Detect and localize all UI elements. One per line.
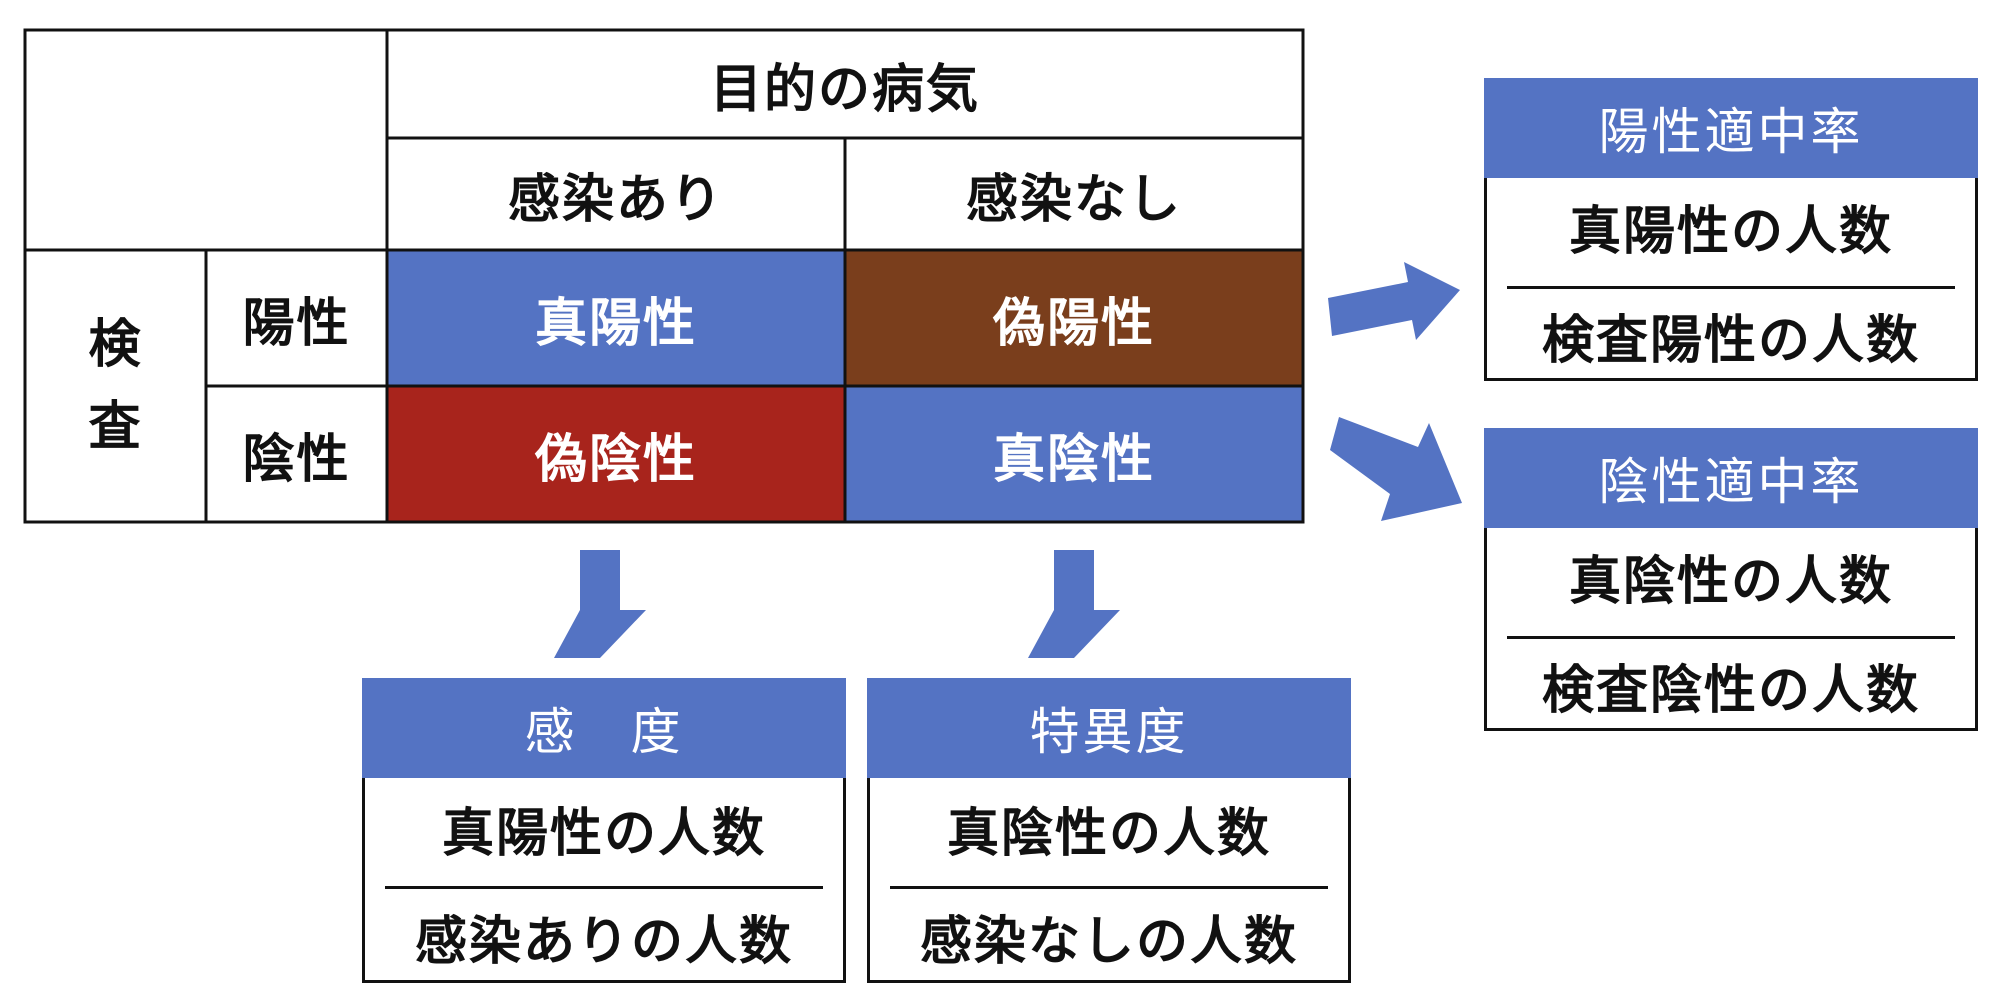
npv-title: 陰性適中率 xyxy=(1484,428,1978,528)
ppv-title: 陽性適中率 xyxy=(1484,78,1978,178)
ppv-box: 陽性適中率 真陽性の人数 検査陽性の人数 xyxy=(1484,78,1978,381)
npv-fraction-line xyxy=(1507,636,1955,639)
sensitivity-box: 感 度 真陽性の人数 感染ありの人数 xyxy=(362,678,846,983)
arrow-right-icon xyxy=(1328,262,1460,340)
npv-denominator: 検査陰性の人数 xyxy=(1541,660,1920,721)
specificity-fraction-line xyxy=(890,886,1328,889)
sensitivity-denominator: 感染ありの人数 xyxy=(414,911,793,972)
arrow-down-icon xyxy=(1028,550,1120,658)
specificity-numerator: 真陰性の人数 xyxy=(946,803,1271,864)
sensitivity-fraction-line xyxy=(385,886,823,889)
cell-false-negative: 偽陰性 xyxy=(387,386,845,522)
row-header-negative: 陰性 xyxy=(242,429,351,490)
row-header-positive: 陽性 xyxy=(242,293,351,354)
ppv-denominator: 検査陽性の人数 xyxy=(1541,310,1920,371)
specificity-box: 特異度 真陰性の人数 感染なしの人数 xyxy=(867,678,1351,983)
column-header-not-infected: 感染なし xyxy=(965,169,1182,230)
ppv-fraction-line xyxy=(1507,286,1955,289)
arrow-right-icon xyxy=(1330,417,1462,521)
row-group-header: 検 査 xyxy=(25,250,206,522)
column-header-infected: 感染あり xyxy=(507,169,724,230)
sensitivity-numerator: 真陽性の人数 xyxy=(441,803,766,864)
npv-numerator: 真陰性の人数 xyxy=(1568,552,1893,612)
sensitivity-title: 感 度 xyxy=(362,678,846,778)
arrow-down-icon xyxy=(554,550,646,658)
cell-true-positive: 真陽性 xyxy=(387,250,845,386)
column-group-header: 目的の病気 xyxy=(709,59,980,120)
row-group-header-char-2: 査 xyxy=(88,397,143,457)
specificity-title: 特異度 xyxy=(867,678,1351,778)
cell-true-negative: 真陰性 xyxy=(845,386,1303,522)
npv-box: 陰性適中率 真陰性の人数 検査陰性の人数 xyxy=(1484,428,1978,731)
row-group-header-char-1: 検 xyxy=(88,315,143,375)
ppv-numerator: 真陽性の人数 xyxy=(1568,202,1893,262)
cell-false-positive: 偽陽性 xyxy=(845,250,1303,386)
specificity-denominator: 感染なしの人数 xyxy=(919,911,1298,972)
